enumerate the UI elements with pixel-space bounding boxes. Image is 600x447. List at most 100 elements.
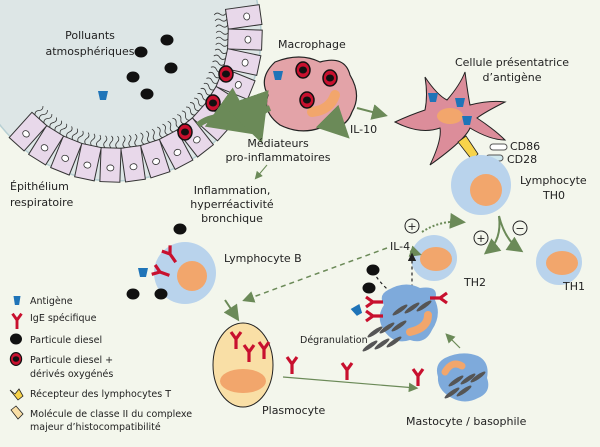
oxidized-diesel-particle-icon: [177, 123, 193, 141]
oxidized-diesel-particle-icon: [218, 65, 234, 83]
pollutants-label-2: atmosphériques: [46, 45, 135, 58]
epithelial-cell: [120, 133, 146, 183]
antigen-icon: [138, 268, 148, 277]
inflammation-arrow: [254, 164, 268, 180]
epithelial-cell: [50, 126, 84, 176]
apc-label-2: d’antigène: [482, 71, 541, 84]
epithelial-cell: [8, 106, 53, 152]
apc-nucleus: [437, 108, 463, 124]
diesel-particle-icon: [140, 88, 154, 100]
plus-sign: +: [407, 220, 416, 233]
epithelial-cell: [156, 120, 194, 171]
il4-feedback-arrow: [421, 212, 466, 233]
cd86-label: CD86: [510, 140, 540, 153]
th1-nucleus: [546, 251, 578, 275]
mastocyte-nucleus: [406, 311, 432, 336]
epithelial-cell: [139, 128, 171, 179]
il10-label: IL-10: [350, 123, 377, 136]
th0-label-2: TH0: [542, 189, 565, 202]
ige-icon: [340, 361, 354, 382]
lymphocyte-b-nucleus: [177, 261, 207, 291]
oxidized-diesel-particle-icon: [9, 352, 23, 366]
macrophage-label: Macrophage: [278, 38, 346, 51]
diesel-particle-icon: [126, 288, 140, 300]
granule: [373, 337, 391, 351]
th1-label: TH1: [562, 280, 585, 293]
diesel-particle-icon: [362, 282, 376, 294]
plasmocyte-cell: [212, 322, 274, 408]
diesel-particle-icon: [160, 34, 174, 46]
legend-label: Récepteur des lymphocytes T: [30, 389, 171, 400]
diesel-particle-icon: [366, 264, 380, 276]
legend-label: Particule diesel: [30, 335, 102, 346]
ige-secretion-arrow: [282, 376, 419, 393]
epithelium-label-2: respiratoire: [10, 196, 73, 209]
diesel-particle-icon: [10, 333, 22, 345]
epithelium-label-1: Épithélium: [10, 180, 69, 193]
epithelial-cell: [213, 4, 263, 30]
lymphocyte-b-label: Lymphocyte B: [224, 252, 302, 265]
antigen-icon: [350, 304, 364, 317]
macrophage-to-apc-arrow: [356, 104, 388, 120]
il10-arrow: [315, 104, 350, 139]
inflammation-label-1: Inflammation,: [194, 184, 271, 197]
pollutants-label-1: Polluants: [65, 29, 115, 42]
t-cell-receptor-icon: [457, 135, 479, 161]
oxidized-diesel-particle-icon: [322, 69, 338, 87]
ige-icon: [411, 367, 425, 388]
diesel-particle-icon: [126, 71, 140, 83]
diesel-particle-icon: [173, 223, 187, 235]
th2-label: TH2: [463, 276, 486, 289]
th2-nucleus: [420, 247, 452, 271]
il4-to-plasmocyte-arrow: [242, 247, 388, 303]
b-to-plasmocyte-arrow: [223, 299, 240, 322]
ige-icon: [11, 312, 23, 331]
legend-label: Particule diesel +: [30, 355, 113, 366]
minus-sign-icon: [512, 220, 528, 236]
mastocyte-activation-arrow: [445, 333, 461, 349]
th0-nucleus: [470, 174, 502, 206]
inflammation-label-2: hyperréactivité: [190, 198, 274, 211]
plasmocyte-nucleus: [220, 369, 266, 393]
plus-sign: +: [476, 232, 485, 245]
th0-to-th2-arrow: [483, 215, 502, 255]
il4-label: IL-4: [390, 240, 410, 253]
legend-label: majeur d’histocompatibilité: [30, 422, 161, 433]
legend-label: IgE spécifique: [30, 313, 97, 324]
mastocyte-nucleus: [441, 360, 466, 376]
inflammation-label-3: bronchique: [201, 212, 263, 225]
epithelial-cell: [212, 48, 262, 76]
oxidized-diesel-particle-icon: [299, 91, 315, 109]
ige-icon: [364, 295, 385, 309]
diesel-particle-icon: [164, 62, 178, 74]
legend-label: Antigène: [30, 296, 73, 307]
apc-label-1: Cellule présentatrice: [455, 56, 569, 69]
plasmocyte-label: Plasmocyte: [262, 404, 325, 417]
plus-sign-icon: [473, 230, 489, 246]
antigen-icon: [13, 296, 21, 305]
legend: Antigène IgE spécifique Particule diesel…: [9, 296, 192, 433]
th0-to-th1-arrow: [498, 215, 524, 253]
legend-label: dérivés oxygénés: [30, 369, 113, 380]
epithelial-cell: [74, 132, 102, 182]
cd28-label: CD28: [507, 153, 537, 166]
legend-label: Molécule de classe II du complexe: [30, 409, 192, 420]
epithelial-cell: [215, 28, 263, 51]
th2-to-il4-arrow: [408, 245, 422, 257]
oxidized-diesel-particle-icon: [205, 94, 221, 112]
mediators-label-1: Médiateurs: [247, 137, 309, 150]
t-cell-receptor-icon: [9, 388, 24, 401]
epithelial-cell: [99, 135, 122, 183]
minus-sign: −: [515, 222, 524, 235]
diesel-particle-icon: [134, 46, 148, 58]
diesel-particle-icon: [154, 288, 168, 300]
plus-sign-icon: [404, 218, 420, 234]
mediators-label-2: pro-inflammatoires: [226, 151, 331, 164]
epithelial-cell: [27, 117, 68, 166]
ige-icon: [285, 355, 299, 376]
cd86-molecule: [489, 143, 508, 151]
mediator-arrow: [223, 90, 272, 144]
mastocyte-label: Mastocyte / basophile: [406, 415, 527, 428]
